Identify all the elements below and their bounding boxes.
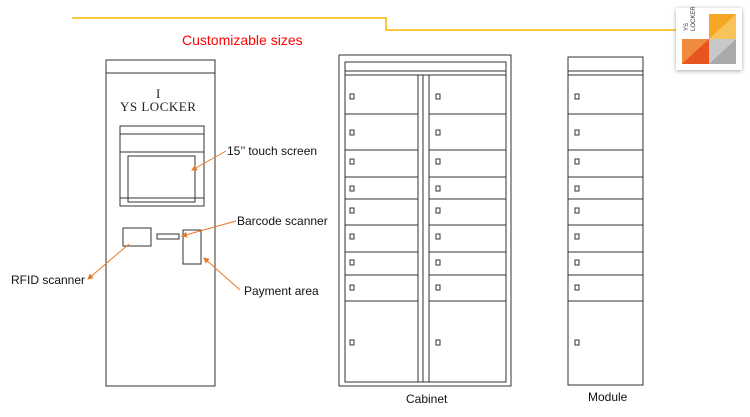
touch-screen-arrow [191, 150, 227, 171]
kiosk-brand-name: YS LOCKER [120, 99, 197, 114]
touch-screen-label: 15’’ touch screen [227, 144, 318, 158]
payment-arrow [203, 257, 241, 291]
kiosk-body [105, 59, 216, 387]
barcode-scanner-label: Barcode scanner [237, 214, 328, 228]
module-body [567, 56, 644, 386]
rfid-scanner-label: RFID scanner [11, 273, 86, 287]
cabinet-body [338, 54, 512, 387]
cabinet-label: Cabinet [406, 392, 448, 406]
rfid-reader [122, 227, 152, 247]
barcode-slot [156, 233, 180, 240]
page-heading: Customizable sizes [182, 32, 303, 48]
rfid-arrow [87, 243, 130, 280]
touch-screen [127, 155, 196, 203]
brand-logo: YS LOCKER [676, 6, 742, 70]
payment-slot [182, 229, 202, 265]
kiosk-brand-mark: I [156, 86, 161, 101]
touch-screen-frame [119, 125, 205, 207]
payment-area-label: Payment area [244, 284, 319, 298]
barcode-arrow [181, 220, 237, 238]
module-label: Module [588, 390, 628, 404]
